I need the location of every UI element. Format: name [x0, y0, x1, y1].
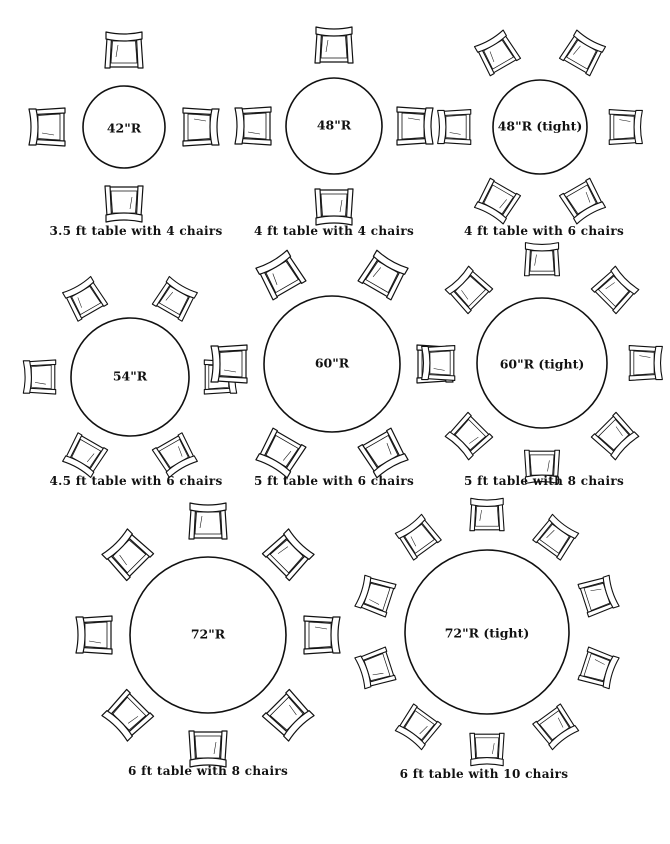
chair-icon: [577, 574, 620, 618]
layout-caption: 5 ft table with 6 chairs: [254, 474, 414, 488]
layout-caption: 4.5 ft table with 6 chairs: [49, 474, 222, 488]
layout-caption: 4 ft table with 4 chairs: [254, 224, 414, 238]
round-table: [285, 77, 383, 175]
layout-caption: 5 ft table with 8 chairs: [464, 474, 624, 488]
chair-icon: [101, 688, 155, 742]
chair-icon: [234, 106, 272, 146]
chair-icon: [151, 432, 198, 479]
chair-icon: [255, 427, 307, 479]
chair-icon: [28, 107, 66, 147]
chair-icon: [523, 242, 561, 277]
table-layout-t2: 48"R 4 ft table with 4 chairs: [234, 26, 434, 238]
round-table: [82, 85, 166, 169]
chair-icon: [469, 497, 505, 532]
table-layout-t7: 72"R 6 ft table with 8 chairs: [75, 502, 341, 778]
round-table: [129, 556, 287, 714]
table-layout-t5: 60"R 5 ft table with 6 chairs: [210, 249, 454, 488]
table-size-label: 42"R: [107, 121, 142, 136]
chair-icon: [396, 106, 434, 146]
chair-icon: [590, 411, 640, 461]
chair-icon: [394, 513, 442, 561]
chair-icon: [101, 528, 155, 582]
table-size-label: 72"R (tight): [445, 626, 530, 641]
chair-icon: [394, 703, 442, 751]
chair-icon: [558, 29, 607, 77]
layout-caption: 6 ft table with 10 chairs: [400, 767, 569, 781]
chair-icon: [75, 615, 113, 655]
table-layout-t8: 72"R (tight) 6 ft table with 10 chairs: [354, 497, 620, 781]
chair-icon: [590, 265, 640, 315]
chair-icon: [532, 513, 580, 561]
chair-icon: [62, 275, 109, 322]
chair-icon: [473, 29, 522, 77]
chair-icon: [62, 432, 109, 479]
chair-icon: [558, 177, 607, 225]
round-table: [404, 549, 570, 715]
chair-icon: [444, 411, 494, 461]
chair-icon: [628, 344, 663, 382]
round-table: [492, 79, 588, 175]
chair-icon: [314, 188, 354, 226]
chair-icon: [357, 249, 409, 301]
chair-icon: [608, 108, 643, 146]
layout-caption: 4 ft table with 6 chairs: [464, 224, 624, 238]
table-size-label: 48"R: [317, 118, 352, 133]
chair-icon: [104, 31, 144, 69]
layout-caption: 6 ft table with 8 chairs: [128, 764, 288, 778]
chair-icon: [22, 359, 57, 395]
table-size-label: 60"R (tight): [500, 357, 585, 372]
chair-icon: [210, 344, 248, 384]
chair-icon: [182, 107, 220, 147]
chair-icon: [303, 615, 341, 655]
chair-icon: [523, 449, 561, 484]
round-table: [263, 295, 401, 433]
chair-icon: [473, 177, 522, 225]
table-size-label: 48"R (tight): [498, 119, 583, 134]
chair-icon: [104, 185, 144, 223]
table-layout-t3: 48"R (tight) 4 ft table with 6 chairs: [437, 29, 643, 238]
chair-icon: [577, 646, 620, 690]
layout-caption: 3.5 ft table with 4 chairs: [49, 224, 222, 238]
table-size-label: 60"R: [315, 356, 350, 371]
chair-icon: [532, 703, 580, 751]
table-layout-t6: 60"R (tight) 5 ft table with 8 chairs: [421, 242, 663, 488]
table-layout-t4: 54"R 4.5 ft table with 6 chairs: [22, 275, 238, 488]
chair-icon: [437, 108, 472, 146]
table-size-label: 72"R: [191, 627, 226, 642]
chair-icon: [151, 275, 198, 322]
chair-icon: [354, 646, 397, 690]
chair-icon: [261, 688, 315, 742]
round-table: [70, 317, 190, 437]
table-size-label: 54"R: [113, 369, 148, 384]
chair-icon: [421, 344, 456, 382]
chair-icon: [444, 265, 494, 315]
chair-icon: [314, 26, 354, 64]
chair-icon: [261, 528, 315, 582]
chair-icon: [188, 502, 228, 540]
table-layout-t1: 42"R 3.5 ft table with 4 chairs: [28, 31, 222, 238]
chair-icon: [354, 574, 397, 618]
chair-icon: [188, 730, 228, 768]
round-table: [476, 297, 608, 429]
chair-icon: [469, 732, 505, 767]
chair-icon: [255, 249, 307, 301]
chair-icon: [357, 427, 409, 479]
